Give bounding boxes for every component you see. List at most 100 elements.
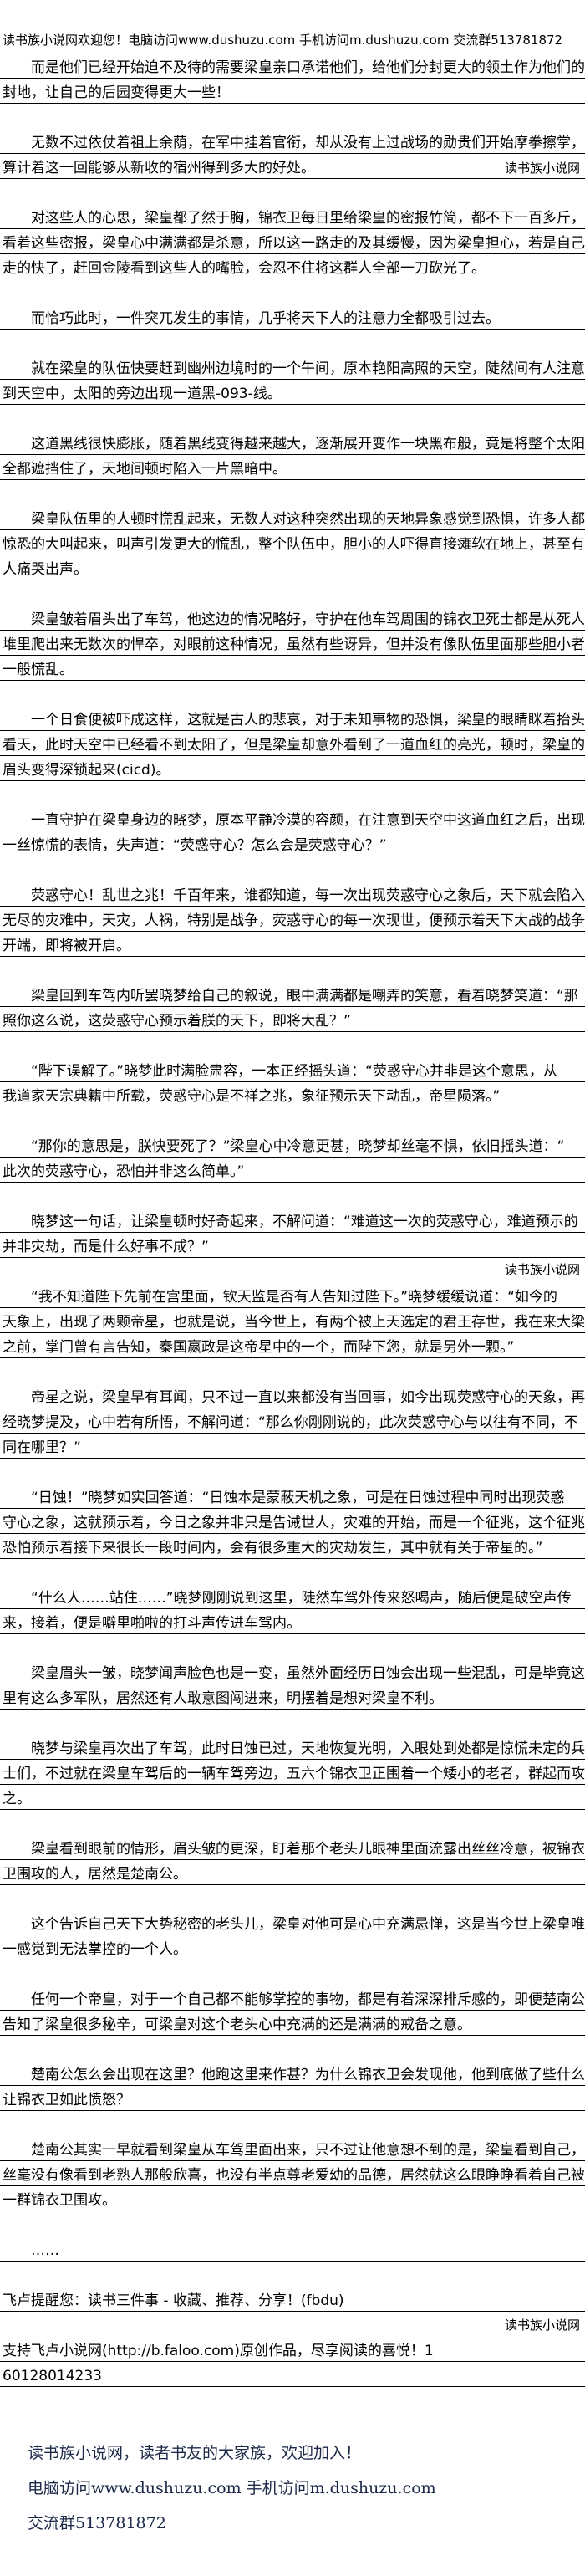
paragraph: 支持飞卢小说网(http://b.faloo.com)原创作品，尽享阅读的喜悦！… [0,2318,585,2387]
text-line: 士们，不过就在梁皇车驾后的一辆车驾旁边，五六个锦衣卫正围着一个矮小的老者，群起而… [0,1760,585,1785]
text-line: 一感觉到无法掌控的一个人。 [0,1935,585,1960]
text-line: 任何一个帝皇，对于一个自己都不能够掌控的事物，都是有着深深排斥感的，即便楚南公 [0,1986,585,2011]
text-line: 丝毫没有像看到老熟人那般欣喜，也没有半点尊老爱幼的品德，居然就这么眼睁睁看着自己… [0,2161,585,2186]
text-line: 而是他们已经开始迫不及待的需要梁皇亲口承诺他们，给他们分封更大的领土作为他们的 [0,54,585,79]
paragraph: 这道黑线很快膨胀，随着黑线变得越来越大，逐渐展开变作一块黑布般，竟是将整个太阳全… [0,430,585,480]
text-line: 一丝惊慌的表情，失声道：“荧惑守心？怎么会是荧惑守心？” [0,831,585,856]
text-line: 帝星之说，梁皇早有耳闻，只不过一直以来都没有当回事，如今出现荧惑守心的天象，再 [0,1383,585,1408]
text-line: “日蚀！”晓梦如实回答道：“日蚀本是蒙蔽天机之象，可是在日蚀过程中同时出现荧惑 [0,1484,585,1509]
text-line: 看天，此时天空中已经看不到太阳了，但是梁皇却意外看到了一道血红的亮光，顿时，梁皇… [0,731,585,756]
site-watermark: 读书族小说网 [504,161,580,176]
text-line: 对这些人的心思，梁皇都了然于胸，锦衣卫每日里给梁皇的密报竹简，都不下一百多斤， [0,204,585,229]
text-line: 楚南公怎么会出现在这里？他跑这里来作甚？为什么锦衣卫会发现他，他到底做了些什么 [0,2061,585,2086]
paragraph: “我不知道陛下先前在宫里面，钦天监是否有人告知过陛下。”晓梦缓缓说道：“如今的天… [0,1283,585,1358]
text-line: 梁皇回到车驾内听罢晓梦给自己的叙说，眼中满满都是嘲弄的笑意，看着晓梦笑道：“那 [0,982,585,1007]
text-line: 无尽的灾难中，天灾，人祸，特别是战争，荧惑守心的每一次现世，便预示着天下大战的战… [0,907,585,932]
text-line: “我不知道陛下先前在宫里面，钦天监是否有人告知过陛下。”晓梦缓缓说道：“如今的 [0,1283,585,1308]
text-line: 开端，即将被开启。 [0,932,585,957]
text-line: 算计着这一回能够从新收的宿州得到多大的好处。 [0,154,585,179]
paragraph: 梁皇队伍里的人顿时慌乱起来，无数人对这种突然出现的天地异象感觉到恐惧，许多人都惊… [0,505,585,580]
chapter-content: 而是他们已经开始迫不及待的需要梁皇亲口承诺他们，给他们分封更大的领土作为他们的封… [0,54,585,2387]
text-line: 天象上，出现了两颗帝星，也就是说，当今世上，有两个被上天选定的君王存世，我在来大… [0,1308,585,1333]
text-line: 飞卢提醒您：读书三件事 - 收藏、推荐、分享！(fbdu) [0,2287,585,2312]
paragraph: 而是他们已经开始迫不及待的需要梁皇亲口承诺他们，给他们分封更大的领土作为他们的封… [0,54,585,104]
paragraph: 对这些人的心思，梁皇都了然于胸，锦衣卫每日里给梁皇的密报竹简，都不下一百多斤，看… [0,204,585,279]
text-line: 同在哪里？” [0,1434,585,1459]
text-line: 60128014233 [0,2362,585,2387]
text-line: 恐怕预示着接下来很长一段时间内，会有很多重大的灾劫发生，其中就有关于帝星的。” [0,1534,585,1559]
paragraph: 楚南公怎么会出现在这里？他跑这里来作甚？为什么锦衣卫会发现他，他到底做了些什么让… [0,2061,585,2111]
paragraph: 一个日食便被吓成这样，这就是古人的悲哀，对于未知事物的恐惧，梁皇的眼睛眯着抬头看… [0,706,585,781]
text-line: “什么人……站住……”晓梦刚刚说到这里，陡然车驾外传来怒喝声，随后便是破空声传 [0,1584,585,1609]
text-line: 就在梁皇的队伍快要赶到幽州边境时的一个午间，原本艳阳高照的天空，陡然间有人注意 [0,355,585,380]
paragraph: 荧惑守心！乱世之兆！千百年来，谁都知道，每一次出现荧惑守心之象后，天下就会陷入无… [0,882,585,957]
text-line: 告知了梁皇很多秘辛，可梁皇对这个老头心中充满的还是满满的戒备之意。 [0,2011,585,2036]
text-line: 楚南公其实一早就看到梁皇从车驾里面出来，只不过让他意想不到的是，梁皇看到自己， [0,2136,585,2161]
paragraph: 而恰巧此时，一件突兀发生的事情，几乎将天下人的注意力全都吸引过去。 [0,304,585,330]
site-welcome-header: 读书族小说网欢迎您！电脑访问www.dushuzu.com 手机访问m.dush… [3,33,563,48]
paragraph: “那你的意思是，朕快要死了？”梁皇心中冷意更甚，晓梦却丝毫不惧，依旧摇头道：“此… [0,1132,585,1183]
text-line: 并非灾劫，而是什么好事不成？” [0,1233,585,1258]
text-line: 梁皇看到眼前的情形，眉头皱的更深，盯着那个老头儿眼神里面流露出丝丝冷意，被锦衣 [0,1835,585,1860]
text-line: 让锦衣卫如此愤怒？ [0,2086,585,2111]
site-footer: 读书族小说网，读者书友的大家族，欢迎加入！ 电脑访问www.dushuzu.co… [0,2435,585,2541]
text-line: 看着这些密报，梁皇心中满满都是杀意，所以这一路走的及其缓慢，因为梁皇担心，若是自… [0,229,585,254]
text-line: 惊恐的大叫起来，叫声引发更大的慌乱，整个队伍中，胆小的人吓得直接瘫软在地上，甚至… [0,530,585,555]
paragraph: 这个告诉自己天下大势秘密的老头儿，梁皇对他可是心中充满忌惮，这是当今世上梁皇唯一… [0,1910,585,1960]
text-line: 梁皇队伍里的人顿时慌乱起来，无数人对这种突然出现的天地异象感觉到恐惧，许多人都 [0,505,585,530]
text-line: 晓梦这一句话，让梁皇顿时好奇起来，不解问道：“难道这一次的荧惑守心，难道预示的 [0,1208,585,1233]
text-line: 封地，让自己的后园变得更大一些！ [0,79,585,104]
paragraph: 飞卢提醒您：读书三件事 - 收藏、推荐、分享！(fbdu) [0,2287,585,2312]
text-line: 一般慌乱。 [0,656,585,681]
paragraph: 梁皇皱着眉头出了车驾，他这边的情况略好，守护在他车驾周围的锦衣卫死士都是从死人堆… [0,606,585,681]
text-line: 一直守护在梁皇身边的晓梦，原本平静冷漠的容颜，在注意到天空中这道血红之后，出现 [0,806,585,831]
paragraph: 无数不过依仗着祖上余荫，在军中挂着官衔，却从没有上过战场的勋贵们开始摩拳擦掌，算… [0,129,585,179]
text-line: 走的快了，赶回金陵看到这些人的嘴脸，会忍不住将这群人全部一刀砍光了。 [0,254,585,279]
text-line: 一个日食便被吓成这样，这就是古人的悲哀，对于未知事物的恐惧，梁皇的眼睛眯着抬头 [0,706,585,731]
text-line: 之前，掌门曾有言告知，秦国嬴政是这帝星中的一个，而陛下您，就是另外一颗。” [0,1333,585,1358]
text-line: 支持飞卢小说网(http://b.faloo.com)原创作品，尽享阅读的喜悦！… [0,2337,585,2362]
paragraph: 任何一个帝皇，对于一个自己都不能够掌控的事物，都是有着深深排斥感的，即便楚南公告… [0,1986,585,2036]
paragraph: 梁皇眉头一皱，晓梦闻声脸色也是一变，虽然外面经历日蚀会出现一些混乱，可是毕竟这里… [0,1659,585,1710]
paragraph: 一直守护在梁皇身边的晓梦，原本平静冷漠的容颜，在注意到天空中这道血红之后，出现一… [0,806,585,856]
paragraph: 楚南公其实一早就看到梁皇从车驾里面出来，只不过让他意想不到的是，梁皇看到自己，丝… [0,2136,585,2211]
text-line: 而恰巧此时，一件突兀发生的事情，几乎将天下人的注意力全都吸引过去。 [0,304,585,330]
paragraph: 晓梦这一句话，让梁皇顿时好奇起来，不解问道：“难道这一次的荧惑守心，难道预示的并… [0,1208,585,1277]
footer-slogan: 读书族小说网，读者书友的大家族，欢迎加入！ [28,2444,362,2462]
text-line: 一群锦衣卫围攻。 [0,2186,585,2211]
text-line: 到天空中，太阳的旁边出现一道黑-093-线。 [0,380,585,405]
paragraph: 就在梁皇的队伍快要赶到幽州边境时的一个午间，原本艳阳高照的天空，陡然间有人注意到… [0,355,585,405]
paragraph: 梁皇看到眼前的情形，眉头皱的更深，盯着那个老头儿眼神里面流露出丝丝冷意，被锦衣卫… [0,1835,585,1885]
text-line: “那你的意思是，朕快要死了？”梁皇心中冷意更甚，晓梦却丝毫不惧，依旧摇头道：“ [0,1132,585,1158]
text-line: 里有这么多军队，居然还有人敢意图闯进来，明摆着是想对梁皇不利。 [0,1684,585,1710]
paragraph: “什么人……站住……”晓梦刚刚说到这里，陡然车驾外传来怒喝声，随后便是破空声传来… [0,1584,585,1634]
text-line: “陛下误解了。”晓梦此时满脸肃容，一本正经摇头道：“荧惑守心并非是这个意思，从 [0,1057,585,1082]
text-line: 照你这么说，这荧惑守心预示着朕的天下，即将大乱？” [0,1007,585,1032]
text-line: 荧惑守心！乱世之兆！千百年来，谁都知道，每一次出现荧惑守心之象后，天下就会陷入 [0,882,585,907]
text-line: 这道黑线很快膨胀，随着黑线变得越来越大，逐渐展开变作一块黑布般，竟是将整个太阳 [0,430,585,455]
text-line: 我道家天宗典籍中所载，荧惑守心是不祥之兆，象征预示天下动乱，帝星陨落。” [0,1082,585,1107]
text-line: 梁皇皱着眉头出了车驾，他这边的情况略好，守护在他车驾周围的锦衣卫死士都是从死人 [0,606,585,631]
footer-urls: 电脑访问www.dushuzu.com 手机访问m.dushuzu.com [28,2479,436,2497]
text-line: 来，接着，便是噼里啪啦的打斗声传进车驾内。 [0,1609,585,1634]
text-line: 晓梦与梁皇再次出了车驾，此时日蚀已过，天地恢复光明，入眼处到处都是惊慌未定的兵 [0,1735,585,1760]
text-line: 经晓梦提及，心中若有所悟，不解问道：“那么你刚刚说的，此次荧惑守心与以往有不同，… [0,1408,585,1434]
site-watermark: 读书族小说网 [504,2318,580,2333]
text-line: 全都遮挡住了，天地间顿时陷入一片黑暗中。 [0,455,585,480]
text-line: 之。 [0,1785,585,1810]
paragraph: “陛下误解了。”晓梦此时满脸肃容，一本正经摇头道：“荧惑守心并非是这个意思，从我… [0,1057,585,1107]
text-line: 眉头变得深锁起来(cicd)。 [0,756,585,781]
text-line: 卫围攻的人，居然是楚南公。 [0,1860,585,1885]
text-line: 此次的荧惑守心，恐怕并非这么简单。” [0,1158,585,1183]
text-line: 人痛哭出声。 [0,555,585,580]
paragraph: 梁皇回到车驾内听罢晓梦给自己的叙说，眼中满满都是嘲弄的笑意，看着晓梦笑道：“那照… [0,982,585,1032]
text-line: 梁皇眉头一皱，晓梦闻声脸色也是一变，虽然外面经历日蚀会出现一些混乱，可是毕竟这 [0,1659,585,1684]
text-line: 堆里爬出来无数次的悍卒，对眼前这种情况，虽然有些讶异，但并没有像队伍里面那些胆小… [0,631,585,656]
text-line: 无数不过依仗着祖上余荫，在军中挂着官衔，却从没有上过战场的勋贵们开始摩拳擦掌， [0,129,585,154]
site-watermark: 读书族小说网 [504,1262,580,1277]
paragraph: …… [0,2236,585,2262]
text-line: …… [0,2236,585,2262]
footer-group: 交流群513781872 [28,2514,166,2533]
paragraph: 晓梦与梁皇再次出了车驾，此时日蚀已过，天地恢复光明，入眼处到处都是惊慌未定的兵士… [0,1735,585,1810]
paragraph: “日蚀！”晓梦如实回答道：“日蚀本是蒙蔽天机之象，可是在日蚀过程中同时出现荧惑守… [0,1484,585,1559]
